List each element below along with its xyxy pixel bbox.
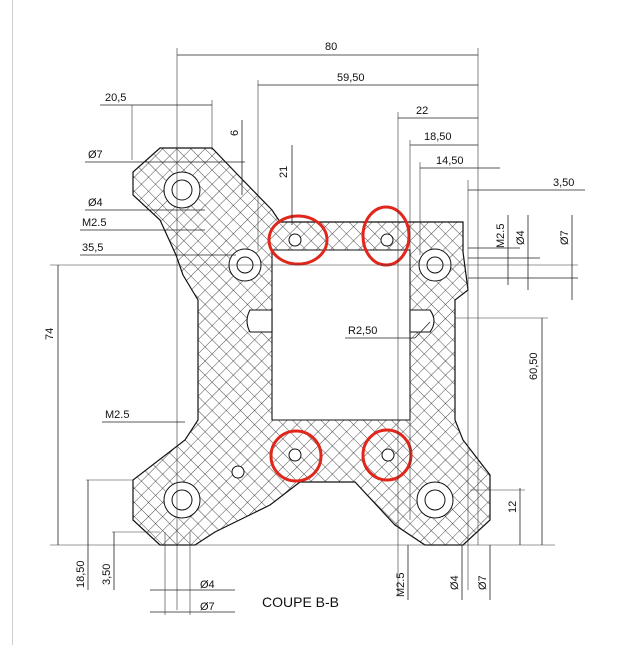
dim-80: 80	[325, 41, 337, 53]
dim-59-50: 59,50	[337, 72, 365, 84]
dim-6: 6	[229, 130, 241, 136]
red-circle-bottom-left	[269, 429, 323, 483]
red-circle-bottom-right	[361, 428, 413, 482]
dim-phi4-bottom-right: Ø4	[449, 575, 461, 590]
dim-21: 21	[278, 166, 290, 178]
dim-phi4-bottom: Ø4	[200, 579, 215, 591]
dimension-labels: 80 59,50 22 18,50 14,50 3,50 20,5 6 21 Ø…	[44, 41, 574, 613]
dimension-lines	[57, 54, 585, 615]
dim-phi7-right-top: Ø7	[559, 230, 571, 245]
dim-20-5: 20,5	[105, 92, 126, 104]
section-title: COUPE B-B	[262, 594, 339, 610]
dim-m2-5-bottom-right: M2.5	[395, 573, 407, 597]
small-hole-1	[288, 233, 302, 247]
dim-22: 22	[416, 105, 428, 117]
dim-m2-5-top: M2.5	[82, 217, 106, 229]
dim-14-50: 14,50	[436, 155, 464, 167]
small-hole-4	[381, 448, 395, 462]
page-left-border	[12, 0, 13, 645]
dim-12: 12	[507, 501, 519, 513]
dim-m2-5-right-top: M2.5	[495, 224, 507, 248]
center-window	[271, 249, 411, 421]
dim-r2-50: R2,50	[348, 325, 377, 337]
dim-3-50-top: 3,50	[553, 177, 574, 189]
small-hole-2	[380, 233, 394, 247]
right-slot	[409, 309, 435, 333]
axis-lines	[50, 48, 578, 610]
holes	[163, 171, 454, 519]
hole-bottom-right-inner	[424, 489, 446, 511]
left-slot	[246, 309, 273, 333]
red-highlights	[267, 205, 413, 483]
dim-18-50-bottom: 18,50	[75, 560, 87, 588]
dim-phi4-right-top: Ø4	[515, 230, 527, 245]
dim-phi4-top: Ø4	[88, 197, 103, 209]
dim-18-50-top: 18,50	[424, 131, 452, 143]
dim-phi7-bottom: Ø7	[200, 601, 215, 613]
dim-phi7-top: Ø7	[88, 149, 103, 161]
dim-3-50-bottom: 3,50	[101, 564, 113, 585]
dim-phi7-bottom-right: Ø7	[477, 575, 489, 590]
dim-74: 74	[44, 328, 56, 340]
hole-top-left-inner	[171, 179, 193, 201]
dim-35-5: 35,5	[82, 242, 103, 254]
dim-60-50: 60,50	[528, 352, 540, 380]
small-hole-3	[288, 448, 302, 462]
red-circle-top-left	[267, 214, 329, 266]
dim-m2-5-mid: M2.5	[105, 409, 129, 421]
small-hole-5	[231, 465, 245, 479]
hole-bottom-left-inner	[171, 489, 193, 511]
